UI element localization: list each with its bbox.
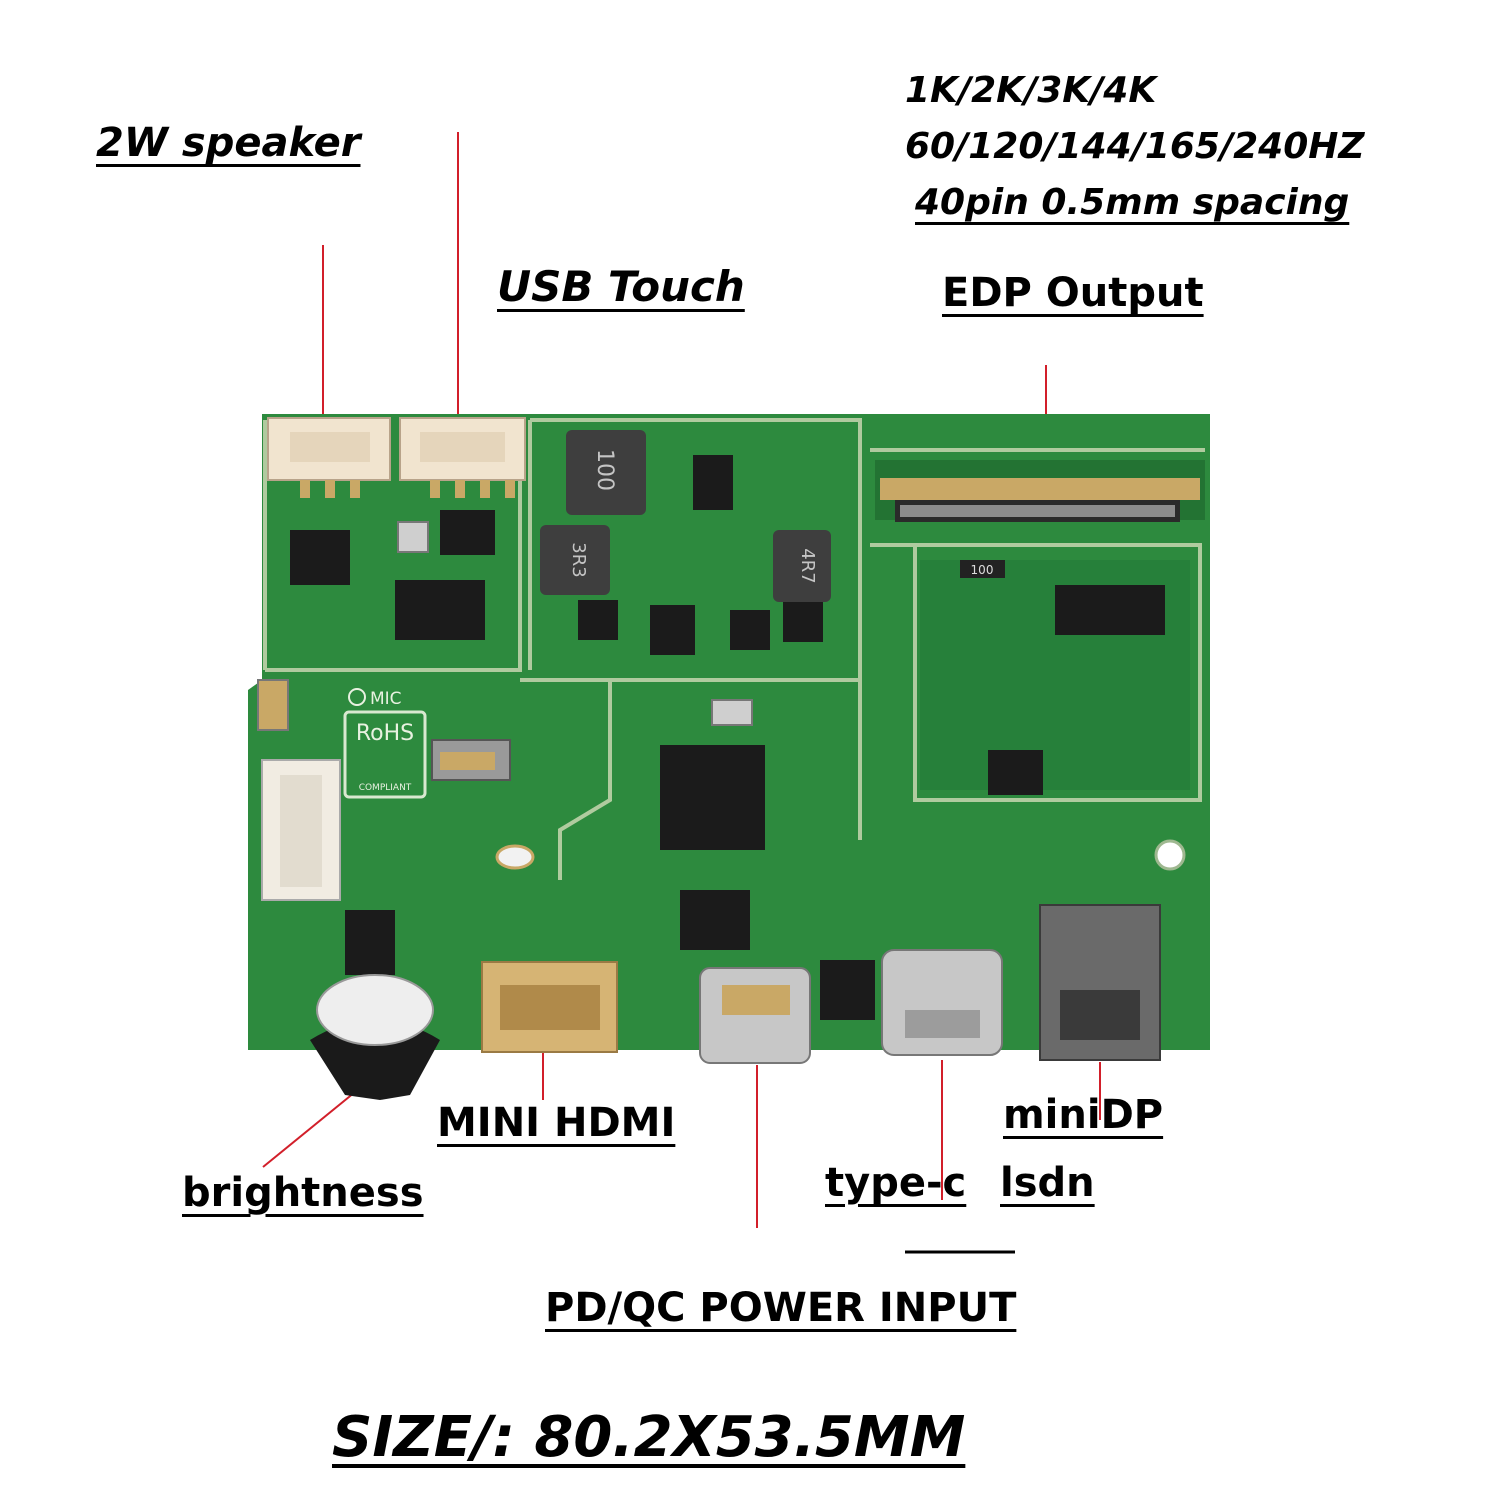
mic-silkscreen: MIC: [370, 689, 402, 709]
svg-text:100: 100: [971, 563, 994, 577]
resistor: [960, 560, 1005, 578]
brightness-leader: [262, 1087, 361, 1168]
svg-text:3R3: 3R3: [568, 542, 589, 577]
side-button: [257, 679, 289, 731]
inductor-4r7: 4R7: [773, 530, 831, 602]
crystal-2: [397, 521, 429, 553]
refresh-spec: 60/120/144/165/240HZ: [905, 126, 1365, 167]
edp-output-label: EDP Output: [942, 270, 1204, 316]
lsdn-label: lsdn: [1000, 1160, 1095, 1206]
inductor-100: 100: [566, 430, 646, 515]
mounting-hole-oval: [495, 844, 535, 870]
mic-hole: [348, 688, 366, 706]
svg-text:4R7: 4R7: [797, 548, 818, 583]
svg-text:100: 100: [592, 449, 617, 491]
mounting-hole-right: [1154, 839, 1186, 871]
resolution-spec: 1K/2K/3K/4K: [905, 70, 1157, 111]
size-label: SIZE/: 80.2X53.5MM: [332, 1405, 966, 1470]
pcb-traces: [263, 418, 1205, 880]
svg-text:COMPLIANT: COMPLIANT: [359, 783, 412, 793]
speaker-connector: [267, 417, 391, 498]
usb-touch-label: USB Touch: [497, 262, 745, 311]
brightness-label: brightness: [182, 1170, 424, 1216]
rohs-logo: RoHS COMPLIANT: [343, 710, 427, 799]
minidp-port: [1039, 904, 1161, 1061]
type-c-power-port: [699, 967, 811, 1064]
mini-hdmi-port: [481, 961, 618, 1053]
mini-hdmi-label: MINI HDMI: [437, 1100, 676, 1146]
power-input-label: PD/QC POWER INPUT: [545, 1285, 1017, 1331]
brightness-wheel: [310, 974, 440, 1100]
minidp-label: miniDP: [1003, 1092, 1164, 1138]
type-c-display-port: [881, 949, 1003, 1056]
speaker-label: 2W speaker: [96, 120, 361, 166]
svg-text:RoHS: RoHS: [356, 721, 414, 746]
inductor-3r3: 3R3: [540, 525, 610, 595]
pins-spec: 40pin 0.5mm spacing: [915, 182, 1350, 223]
fpc-connector: [261, 759, 341, 901]
ic-chips: [290, 455, 1165, 1020]
leader-lines: [262, 132, 1101, 1228]
slide-switch: [431, 739, 511, 781]
usb-touch-connector: [399, 417, 526, 498]
crystal: [711, 699, 753, 726]
edp-connector: [880, 478, 1200, 522]
